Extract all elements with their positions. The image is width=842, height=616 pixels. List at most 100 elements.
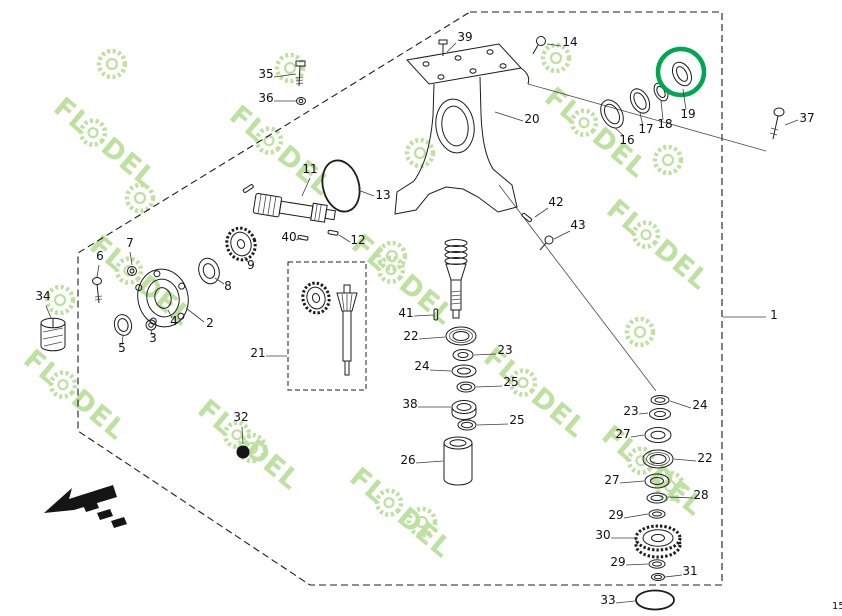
leader-line-8 — [214, 277, 225, 285]
part-label-12: 12 — [350, 233, 365, 247]
washer-23b — [649, 408, 671, 420]
spacer-38 — [451, 400, 477, 420]
part-label-25b: 25 — [509, 413, 524, 427]
washer-17 — [629, 88, 651, 114]
ring-28 — [646, 492, 668, 504]
watermark-gear-icon — [376, 240, 408, 272]
watermark-gear-icon — [406, 506, 438, 538]
axis-line-lower — [498, 184, 657, 392]
leader-line-26 — [415, 460, 444, 464]
leader-line-39 — [446, 42, 457, 53]
part-label-24b: 24 — [692, 398, 707, 412]
leader-line-35 — [273, 73, 297, 78]
bolt-43 — [539, 235, 554, 251]
part-label-9: 9 — [247, 258, 255, 272]
leader-line-37 — [784, 119, 799, 126]
nut-36 — [296, 97, 306, 105]
bearing-22b — [642, 449, 674, 469]
leader-line-29b — [625, 563, 649, 566]
leader-line-12 — [338, 234, 351, 243]
input-shaft-11 — [252, 192, 336, 223]
part-label-13: 13 — [375, 188, 390, 202]
part-label-16: 16 — [619, 133, 634, 147]
part-label-23: 23 — [497, 343, 512, 357]
part-label-23b: 23 — [623, 404, 638, 418]
bushing-26 — [443, 436, 473, 486]
leader-line-22b — [673, 458, 697, 462]
race-27a — [644, 427, 672, 443]
pin-42 — [521, 212, 533, 223]
part-label-39: 39 — [457, 30, 472, 44]
washer-7 — [127, 266, 137, 276]
leader-line-25 — [475, 385, 503, 388]
part-label-27b: 27 — [604, 473, 619, 487]
key-pin — [242, 184, 254, 193]
clamp-34 — [40, 317, 66, 352]
part-label-28: 28 — [693, 488, 708, 502]
leader-line-19 — [682, 88, 687, 111]
o-ring-33 — [635, 589, 675, 611]
part-label-2: 2 — [206, 316, 214, 330]
bolt-35 — [295, 60, 306, 87]
leader-line-9 — [243, 256, 249, 263]
corner-code: 15 — [832, 601, 842, 612]
leader-line-7 — [129, 251, 133, 266]
ring-24b — [650, 395, 670, 405]
leader-line-33 — [615, 600, 636, 604]
part-label-40: 40 — [281, 230, 296, 244]
watermark-gear-icon — [96, 48, 128, 80]
bolt-39 — [438, 39, 448, 56]
part-label-17: 17 — [638, 122, 653, 136]
part-label-20: 20 — [524, 112, 539, 126]
plug-32 — [236, 445, 250, 459]
washer-24 — [451, 364, 477, 378]
o-ring-13 — [321, 159, 361, 213]
leader-line-32 — [241, 426, 244, 445]
part-label-4: 4 — [170, 314, 178, 328]
part-label-26: 26 — [400, 453, 415, 467]
washer-16 — [600, 99, 624, 129]
gear-30 — [634, 524, 682, 559]
leader-line-13 — [357, 189, 375, 197]
part-label-14: 14 — [562, 35, 577, 49]
part-label-30: 30 — [595, 528, 610, 542]
seal-5 — [113, 314, 133, 336]
watermark-gear-icon — [44, 284, 76, 316]
leader-line-14 — [546, 43, 562, 47]
ring-31 — [651, 573, 665, 581]
part-label-34: 34 — [35, 289, 50, 303]
part-label-37: 37 — [799, 111, 814, 125]
svg-text:DEL: DEL — [648, 233, 715, 296]
leader-line-17 — [639, 112, 644, 127]
ring-3 — [145, 319, 157, 331]
leader-line-3 — [150, 329, 153, 336]
leader-line-27b — [619, 480, 645, 484]
part-label-19: 19 — [680, 107, 695, 121]
highlight-circle-19 — [655, 46, 707, 98]
diagram-border — [77, 11, 723, 586]
watermark-gear-icon — [404, 137, 436, 169]
leader-line-24b — [669, 400, 692, 409]
washer-23 — [452, 349, 474, 361]
part-label-25: 25 — [503, 375, 518, 389]
leader-line-41 — [413, 314, 434, 317]
leader-line-18 — [660, 100, 664, 121]
part-label-35: 35 — [258, 67, 273, 81]
leader-line-2 — [185, 307, 205, 323]
part-label-32: 32 — [233, 410, 248, 424]
leader-line-28 — [667, 496, 694, 499]
leader-line-23 — [473, 353, 497, 356]
ring-29a — [648, 509, 666, 519]
part-label-11: 11 — [302, 162, 317, 176]
part-label-27a: 27 — [615, 427, 630, 441]
svg-text:DEL: DEL — [95, 131, 162, 194]
leader-line-42 — [534, 207, 549, 218]
ring-25 — [456, 381, 476, 393]
part-label-36: 36 — [258, 91, 273, 105]
